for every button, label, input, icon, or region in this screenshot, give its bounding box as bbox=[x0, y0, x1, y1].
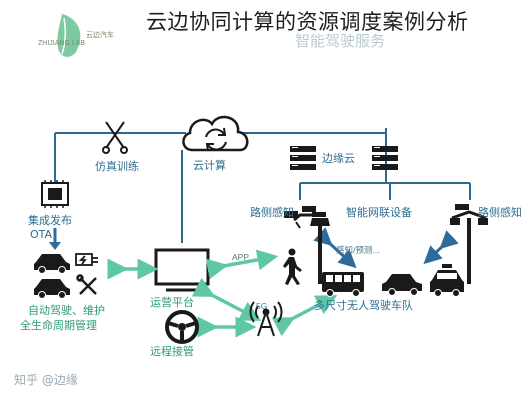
monitor-icon bbox=[154, 248, 210, 292]
server-icon bbox=[372, 146, 398, 170]
label-roadside-right: 路侧感知 bbox=[478, 206, 522, 219]
label-perception: 感知/预测... bbox=[336, 245, 380, 255]
label-5g: 5G bbox=[256, 301, 268, 311]
camera-icon bbox=[284, 206, 316, 218]
car-icon bbox=[34, 254, 70, 274]
cloud-icon bbox=[182, 115, 249, 152]
label-net-device: 智能网联设备 bbox=[346, 206, 412, 219]
car-icon bbox=[34, 279, 70, 299]
logo-name-cn: 云边汽车 bbox=[86, 32, 114, 39]
antenna-tower-icon bbox=[249, 301, 283, 337]
label-lifecycle-2: 全生命周期管理 bbox=[20, 319, 97, 332]
logo-name-en: ZHIJIANG LAB bbox=[38, 40, 86, 47]
label-ota: OTA bbox=[30, 228, 53, 241]
server-icon bbox=[290, 146, 316, 170]
watermark: 知乎 @边缘 bbox=[14, 373, 78, 387]
label-lifecycle-1: 自动驾驶、维护 bbox=[28, 304, 105, 317]
charging-icon bbox=[75, 253, 98, 266]
steering-wheel-icon bbox=[165, 310, 199, 344]
taxi-icon bbox=[430, 264, 464, 297]
wrench-icon bbox=[76, 274, 97, 295]
pedestrian-icon bbox=[283, 248, 302, 285]
label-integrate-release: 集成发布 bbox=[28, 214, 72, 227]
page-title: 云边协同计算的资源调度案例分析 bbox=[146, 10, 469, 34]
label-remote-control: 远程接管 bbox=[150, 345, 194, 358]
arrow-monitor-tower bbox=[191, 277, 262, 321]
label-ops-platform: 运营平台 bbox=[150, 296, 194, 309]
tools-icon bbox=[102, 121, 128, 154]
bus-icon bbox=[322, 272, 364, 297]
arrow-tower-fleet bbox=[271, 295, 338, 337]
camera-icon bbox=[455, 204, 469, 210]
label-roadside-left: 路侧感知 bbox=[250, 206, 294, 219]
chip-icon bbox=[41, 180, 69, 208]
label-edge: 边缘云 bbox=[322, 152, 355, 165]
arrow-app bbox=[205, 249, 279, 280]
connector-lines bbox=[54, 128, 471, 243]
label-multi-car: 多尺寸无人驾驶车队 bbox=[314, 299, 413, 312]
car-icon bbox=[382, 274, 422, 296]
roadside-pole-icon bbox=[293, 212, 330, 284]
label-app: APP bbox=[232, 252, 250, 262]
roadside-pole-icon bbox=[450, 210, 488, 284]
label-simulation: 仿真训练 bbox=[95, 160, 139, 173]
ghost-subtitle: 智能驾驶服务 bbox=[295, 32, 386, 50]
label-cloud: 云计算 bbox=[193, 159, 226, 172]
logo-icon bbox=[57, 14, 81, 57]
arrow-perception-right bbox=[423, 230, 459, 265]
ota-arrow bbox=[49, 228, 61, 250]
arrow-perception-left bbox=[313, 227, 357, 269]
